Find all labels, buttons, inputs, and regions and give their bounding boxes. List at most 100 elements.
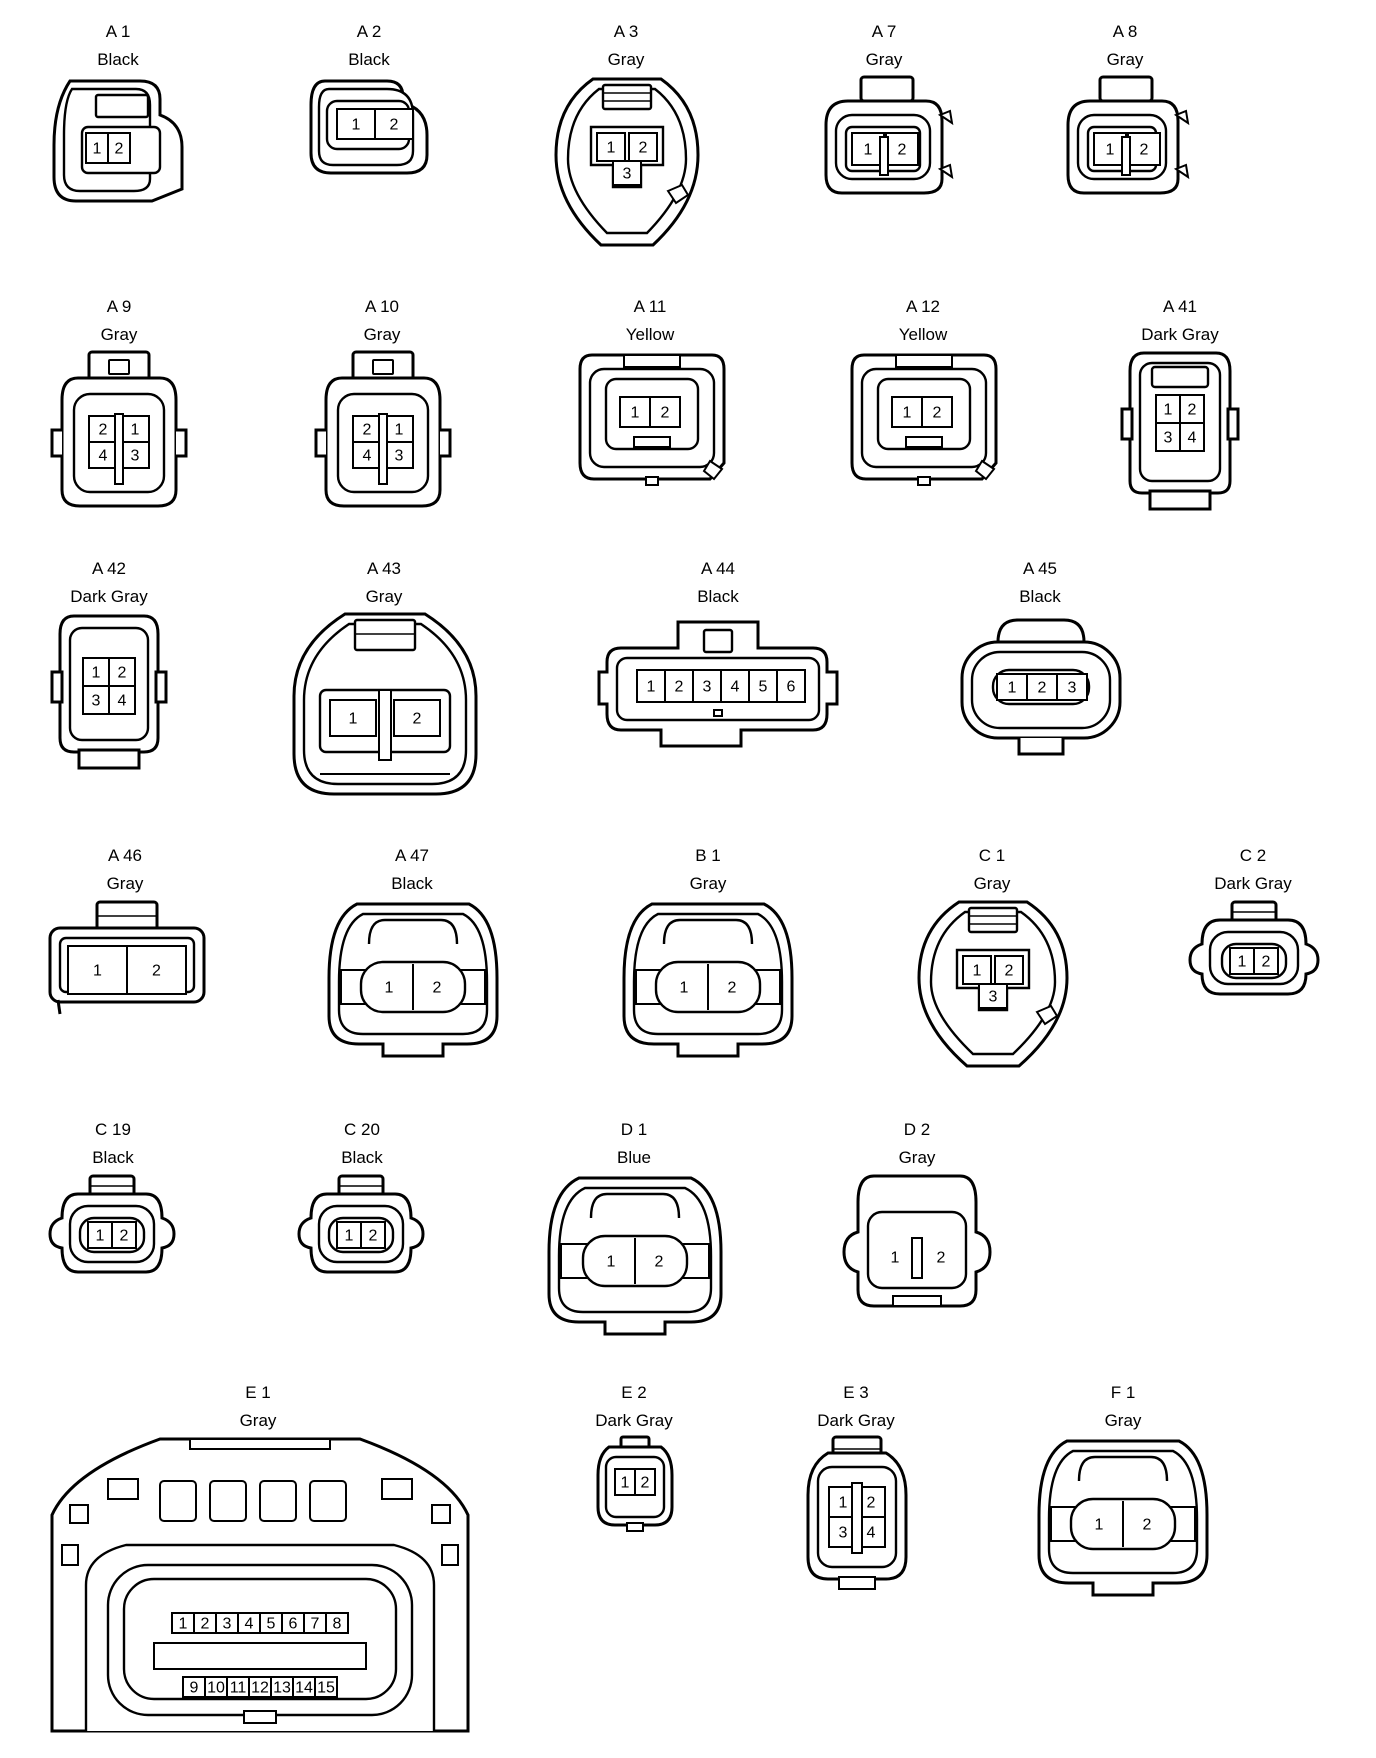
pin-number: 1 (345, 1228, 354, 1245)
pin-cell (748, 669, 778, 703)
latch (996, 618, 1086, 643)
rib (107, 1478, 139, 1500)
base-tab (1148, 489, 1212, 511)
pin-cell (921, 396, 953, 428)
pin-number: 1 (96, 1228, 105, 1245)
connector-id: A 43 (366, 559, 402, 578)
pin-number: 1 (131, 422, 140, 439)
latch (662, 918, 754, 945)
pin-number: 1 (92, 665, 101, 682)
connector-color: Black (92, 1148, 134, 1167)
connector-color: Gray (1106, 50, 1144, 69)
connector-color: Gray (865, 50, 903, 69)
pin-number: 13 (273, 1680, 291, 1697)
connector-color: Gray (973, 874, 1011, 893)
side-rib (50, 670, 64, 704)
divider (911, 1237, 923, 1279)
pin-cell (374, 108, 414, 140)
pin-cell (82, 685, 110, 715)
latch (589, 1192, 681, 1219)
side-rib (1120, 407, 1134, 441)
pin-number: 2 (369, 1228, 378, 1245)
tab (645, 476, 659, 486)
pin-number: 1 (839, 1495, 848, 1512)
rib (431, 1504, 451, 1524)
pin-number: 4 (99, 448, 108, 465)
connector-color: Gray (106, 874, 144, 893)
pin-cell (360, 1221, 386, 1249)
latch-tab (666, 183, 690, 205)
pin-number: 5 (267, 1616, 276, 1633)
pin-cell (384, 441, 414, 469)
connector-color: Dark Gray (1141, 325, 1219, 344)
connector-color: Black (391, 874, 433, 893)
pin-number: 3 (989, 989, 998, 1006)
pin-number: 1 (179, 1616, 188, 1633)
key (243, 1710, 277, 1724)
pin-number: 4 (1188, 430, 1197, 447)
key (713, 709, 723, 717)
pin-number: 2 (118, 665, 127, 682)
latch (353, 618, 417, 652)
pin-number: 1 (631, 405, 640, 422)
pin-number: 1 (903, 405, 912, 422)
latch-slot (209, 1480, 247, 1522)
side-rib (50, 428, 62, 458)
connector-color: Gray (100, 325, 138, 344)
pin-number: 3 (623, 166, 632, 183)
pin-number: 1 (349, 711, 358, 728)
pin-cell (619, 396, 651, 428)
divider (378, 413, 388, 485)
latch (1150, 365, 1210, 389)
top-rail (189, 1438, 331, 1450)
pin-number: 10 (207, 1680, 225, 1697)
pin-number: 2 (120, 1228, 129, 1245)
connector-color: Gray (239, 1411, 277, 1430)
connector-id: A 45 (1022, 559, 1058, 578)
pin-cell (393, 699, 441, 737)
latch (859, 75, 915, 103)
pin-number: 3 (839, 1525, 848, 1542)
pin-number: 3 (1164, 430, 1173, 447)
pin-cell (692, 669, 722, 703)
pin-number: 2 (728, 980, 737, 997)
pin-cell (649, 396, 681, 428)
pin-number: 2 (115, 141, 124, 158)
pin-number: 2 (1038, 680, 1047, 697)
latch-slot (259, 1480, 297, 1522)
side-rib (154, 670, 168, 704)
pin-number: 4 (118, 693, 127, 710)
connector-color: Gray (365, 587, 403, 606)
pin-number: 2 (363, 422, 372, 439)
connector-id: A 47 (394, 846, 430, 865)
latch-tab (974, 459, 996, 481)
pin-cell (994, 955, 1024, 985)
pin-number: 2 (433, 980, 442, 997)
pin-cell (636, 669, 666, 703)
pin-cell (720, 669, 750, 703)
latch-tab (1173, 163, 1190, 180)
connector-id: A 12 (905, 297, 941, 316)
latch-slot (159, 1480, 197, 1522)
connector-id: E 3 (843, 1383, 869, 1402)
connector-color: Dark Gray (1214, 874, 1292, 893)
rib (69, 1504, 89, 1524)
